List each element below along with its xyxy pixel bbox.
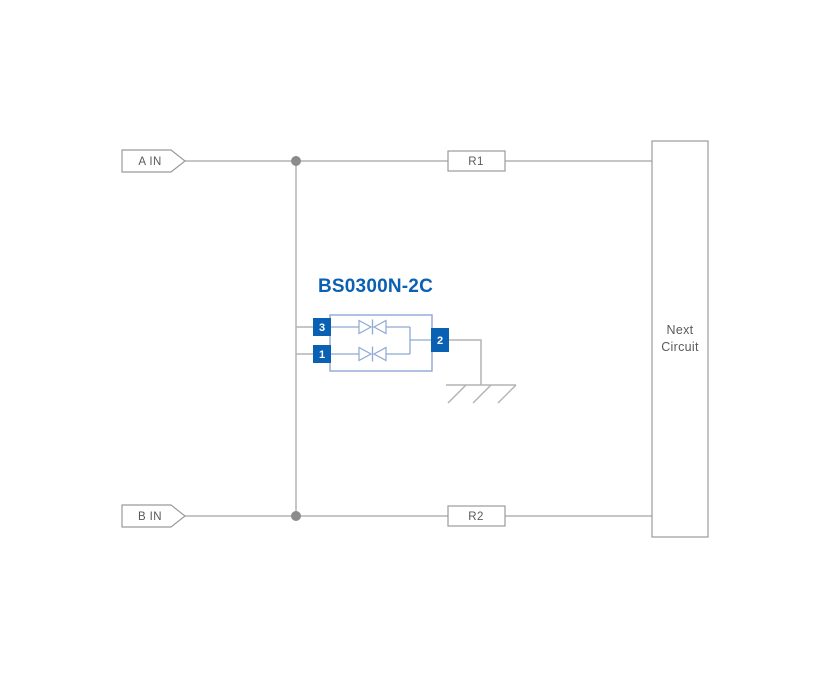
resistor-r1-box (447, 150, 506, 172)
next-circuit-block: Next Circuit (651, 140, 709, 538)
wire-pin2-to-ground (449, 339, 482, 385)
ground-hatch-2 (472, 384, 492, 404)
pin-1 (313, 345, 331, 363)
resistor-r2-box (447, 505, 506, 527)
junction-dot-b (291, 511, 301, 521)
next-circuit-label-line1: Next (667, 323, 694, 337)
next-circuit-label-line2: Circuit (661, 340, 699, 354)
tvs-bottom-right-triangle (372, 346, 387, 362)
pin-3 (313, 318, 331, 336)
tvs-diode-symbol-top (358, 319, 387, 335)
resistor-r2: R2 (447, 505, 506, 527)
input-b-tag: B IN (121, 504, 186, 528)
ground-hatch-1 (447, 384, 467, 404)
resistor-r1: R1 (447, 150, 506, 172)
tvs-top-left-triangle (358, 319, 373, 335)
ground-hatch-3 (497, 384, 517, 404)
resistor-r2-label: R2 (468, 511, 484, 523)
tvs-component: 3 1 2 (313, 314, 449, 372)
tvs-bottom-left-triangle (358, 346, 373, 362)
ground-symbol (446, 384, 517, 404)
next-circuit-box (651, 140, 709, 538)
tvs-diode-symbol-bottom (358, 346, 387, 362)
resistor-r1-label: R1 (468, 156, 484, 168)
junction-dot-a (291, 156, 301, 166)
pin-3-label: 3 (319, 322, 325, 334)
component-title: BS0300N-2C (318, 276, 433, 297)
input-a-label: A IN (138, 156, 161, 168)
pin-2-label: 2 (437, 335, 443, 347)
pin-2 (431, 328, 449, 352)
tvs-top-right-triangle (372, 319, 387, 335)
input-b-shape (121, 504, 186, 528)
input-a-tag: A IN (121, 149, 186, 173)
input-b-label: B IN (138, 511, 162, 523)
pin-1-label: 1 (319, 349, 325, 361)
component-body (329, 314, 433, 372)
input-a-shape (121, 149, 186, 173)
